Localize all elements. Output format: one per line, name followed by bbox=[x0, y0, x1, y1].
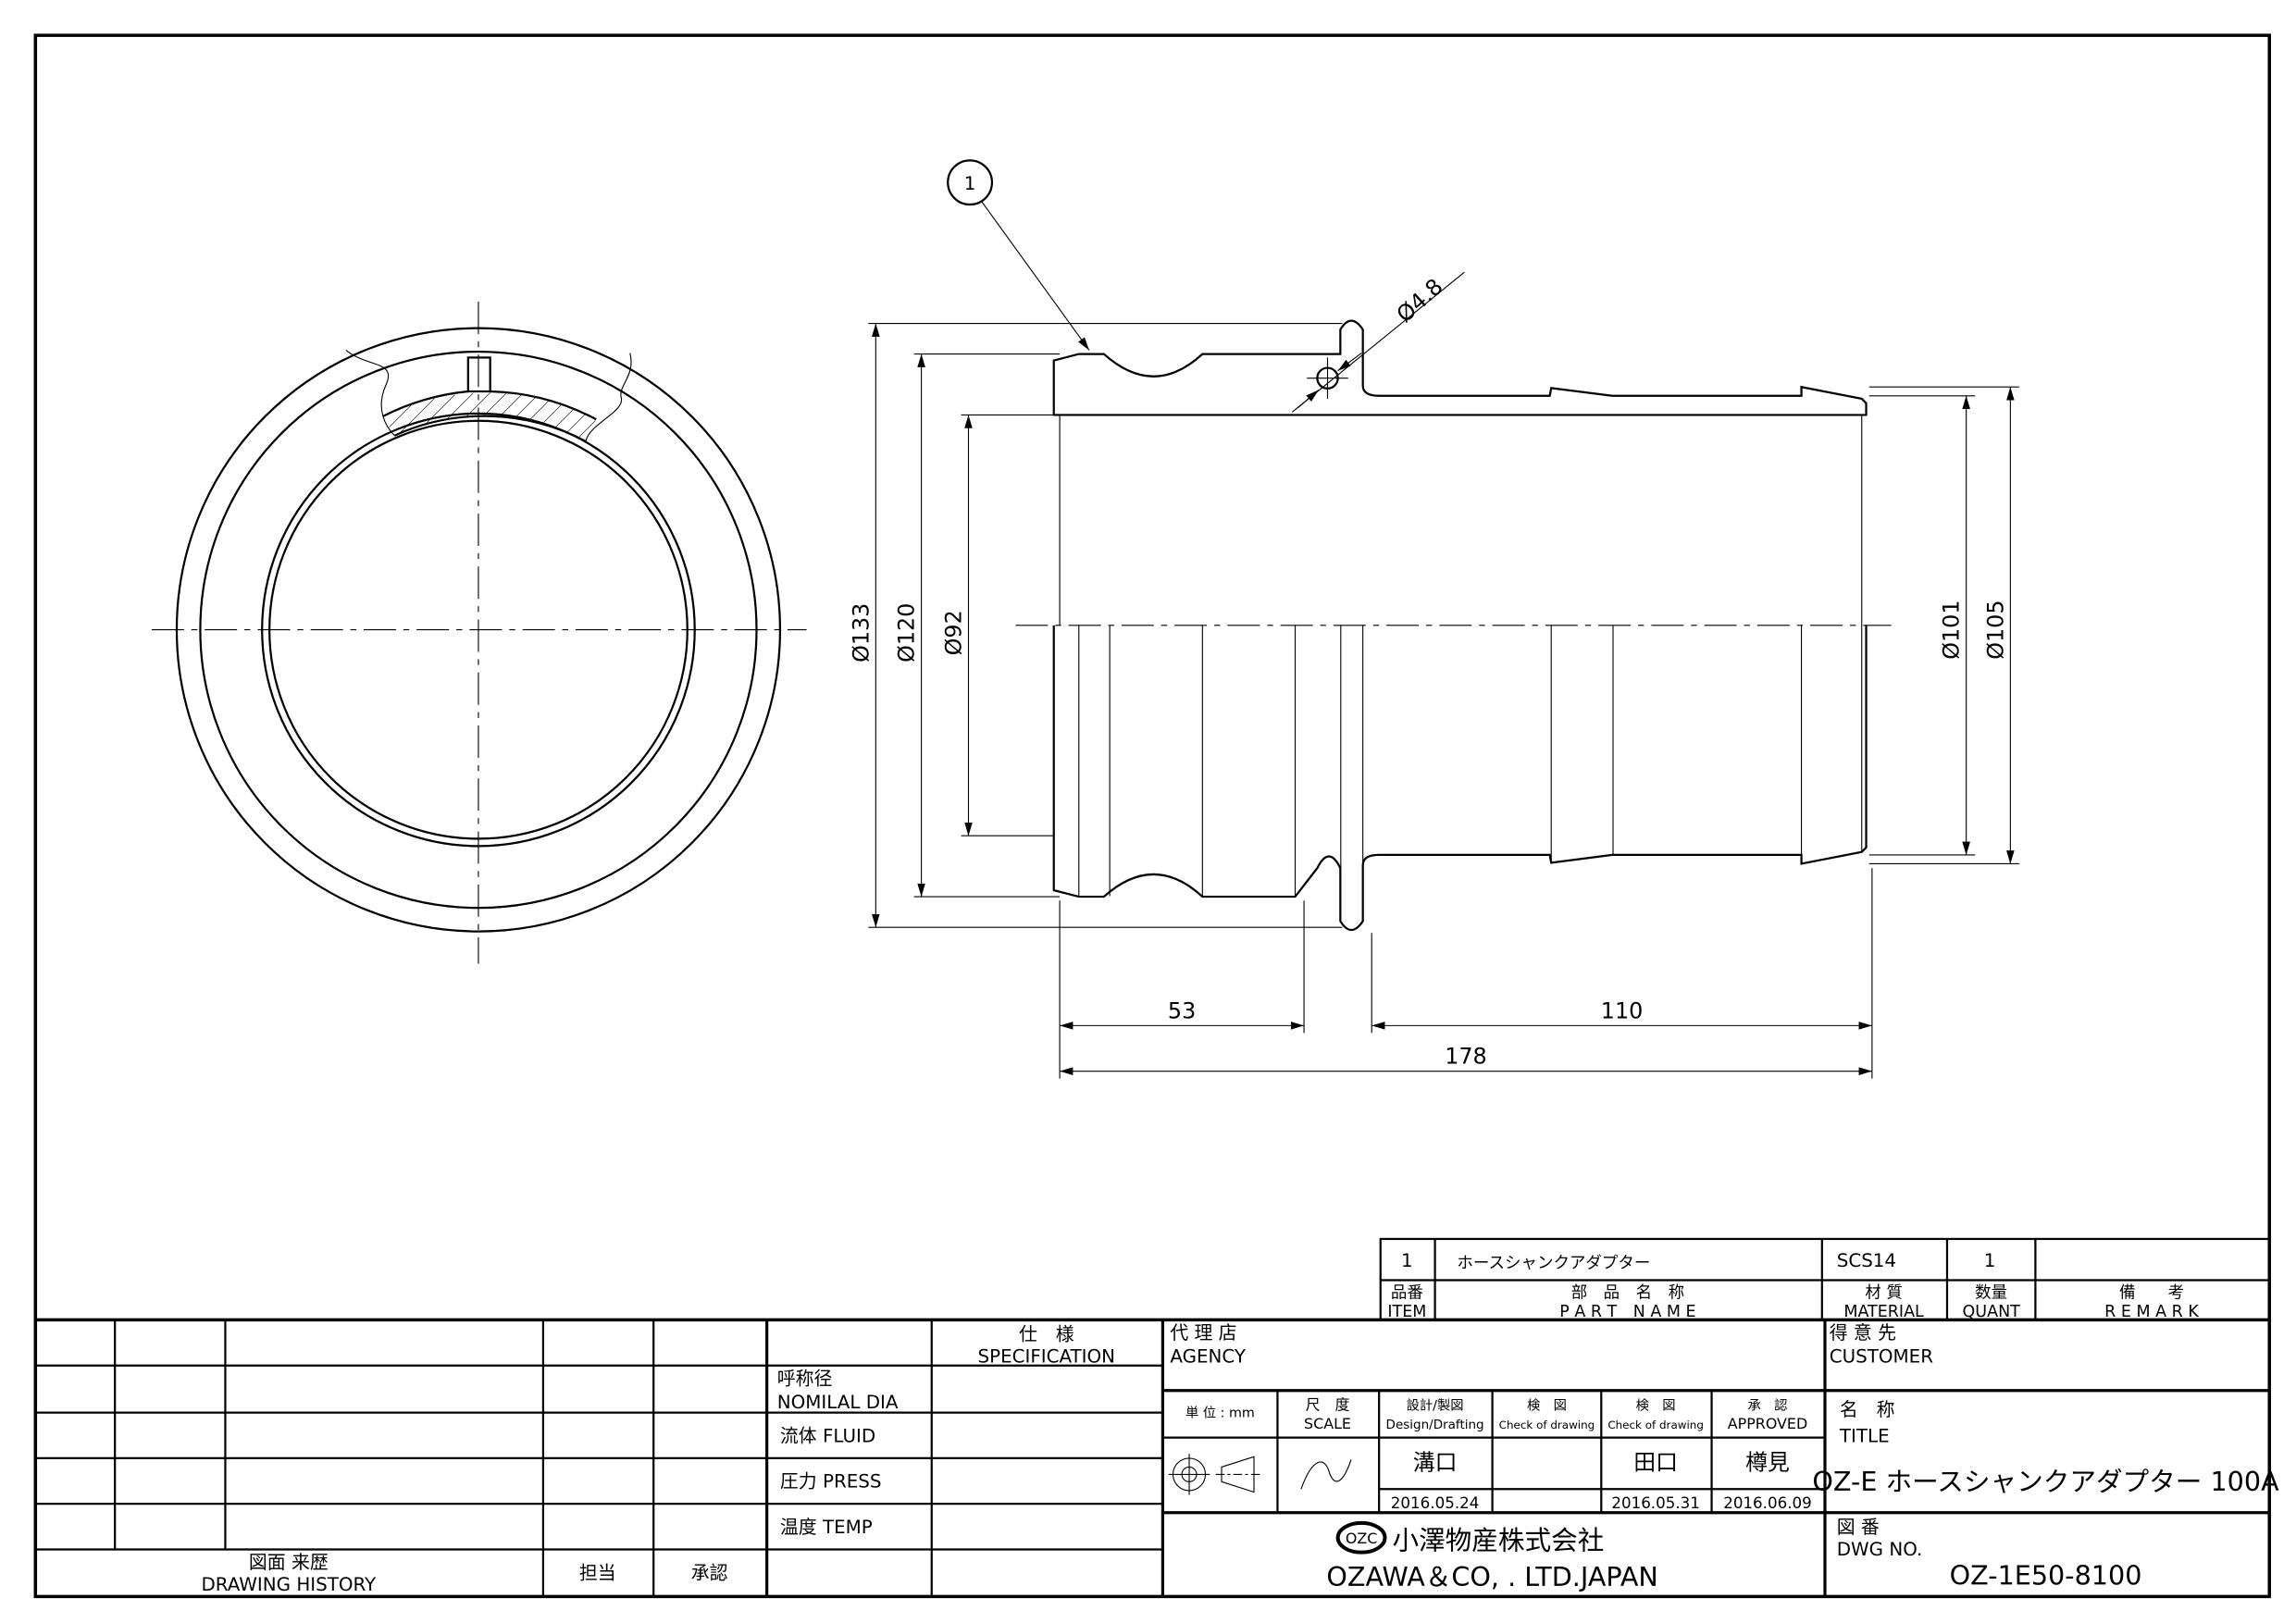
dim-d101: Ø101 bbox=[1939, 600, 1965, 659]
hole-dimension: Ø4.8 bbox=[1291, 271, 1465, 413]
history-label-jp: 図面 来歴 bbox=[249, 1552, 329, 1573]
part-name: ホースシャンクアダプター bbox=[1457, 1255, 1650, 1273]
spec-nominal-jp: 呼称径 bbox=[777, 1368, 833, 1389]
svg-text:1: 1 bbox=[964, 173, 976, 194]
scale-label-jp: 尺 度 bbox=[1306, 1395, 1350, 1413]
length-dimensions bbox=[1059, 868, 1873, 1079]
header-material-jp: 材 質 bbox=[1865, 1284, 1903, 1303]
diameter-dimensions bbox=[868, 322, 2019, 928]
spec-header-en: SPECIFICATION bbox=[978, 1346, 1116, 1368]
header-quant-en: QUANT bbox=[1963, 1303, 2021, 1321]
part-quantity: 1 bbox=[1984, 1250, 1996, 1271]
title-block-grid bbox=[1162, 1319, 2270, 1597]
scale-label-en: SCALE bbox=[1304, 1415, 1351, 1432]
part-item: 1 bbox=[1401, 1250, 1413, 1271]
approved-label-jp: 承 認 bbox=[1748, 1397, 1788, 1413]
design-label-en: Design/Drafting bbox=[1386, 1418, 1484, 1432]
unit-label: 単 位 : mm bbox=[1185, 1405, 1255, 1420]
spec-nominal-en: NOMILAL DIA bbox=[777, 1392, 899, 1413]
dim-178: 178 bbox=[1445, 1044, 1487, 1070]
spec-press: 圧力 PRESS bbox=[780, 1471, 882, 1493]
check2-label-en: Check of drawing bbox=[1607, 1419, 1704, 1431]
title-label-en: TITLE bbox=[1839, 1425, 1890, 1446]
keyway bbox=[466, 356, 491, 393]
header-material-en: MATERIAL bbox=[1843, 1303, 1924, 1321]
designer-name: 溝口 bbox=[1413, 1450, 1458, 1476]
design-date: 2016.05.24 bbox=[1391, 1494, 1480, 1512]
header-part-en: P A R T N A M E bbox=[1559, 1303, 1695, 1321]
dim-d92: Ø92 bbox=[941, 610, 967, 655]
design-label-jp: 設計/製図 bbox=[1407, 1397, 1464, 1413]
section-hatched bbox=[1052, 319, 1868, 416]
dwg-label-en: DWG NO. bbox=[1837, 1539, 1923, 1560]
dim-d105: Ø105 bbox=[1982, 600, 2008, 659]
approved-label-en: APPROVED bbox=[1728, 1415, 1807, 1432]
drawing-title: OZ-E ホースシャンクアダプター 100A bbox=[1812, 1466, 2279, 1497]
side-view bbox=[1015, 319, 1892, 932]
company-logo: OZC bbox=[1335, 1520, 1387, 1555]
header-part-jp: 部 品 名 称 bbox=[1571, 1284, 1684, 1303]
spec-fluid: 流体 FLUID bbox=[780, 1425, 875, 1446]
history-approval: 承認 bbox=[691, 1562, 728, 1583]
header-item-en: ITEM bbox=[1387, 1303, 1426, 1321]
drawing-number: OZ-1E50-8100 bbox=[1950, 1560, 2142, 1592]
approved-date: 2016.06.09 bbox=[1723, 1494, 1812, 1512]
scale-wave-icon bbox=[1300, 1459, 1352, 1490]
customer-label-jp: 得 意 先 bbox=[1830, 1322, 1896, 1344]
check2-label-jp: 検 図 bbox=[1636, 1397, 1676, 1413]
history-in-charge: 担当 bbox=[579, 1562, 616, 1583]
company-name-en: OZAWA＆CO, . LTD.JAPAN bbox=[1326, 1561, 1657, 1592]
header-quant-jp: 数量 bbox=[1975, 1284, 2007, 1303]
sheet-border bbox=[33, 33, 2271, 1599]
header-remark-jp: 備 考 bbox=[2119, 1284, 2184, 1303]
approver-name: 樽見 bbox=[1745, 1450, 1790, 1476]
spec-temp: 温度 TEMP bbox=[780, 1517, 873, 1538]
outside-view bbox=[1052, 625, 1868, 932]
spec-header-jp: 仕 様 bbox=[1019, 1324, 1074, 1345]
check2-date: 2016.05.31 bbox=[1611, 1494, 1700, 1512]
drawing-history bbox=[35, 1319, 1164, 1597]
front-view bbox=[151, 301, 807, 964]
svg-text:Ø4.8: Ø4.8 bbox=[1392, 273, 1448, 328]
dim-d120: Ø120 bbox=[894, 603, 920, 663]
dim-110: 110 bbox=[1601, 997, 1644, 1023]
parts-list: 1 ホースシャンクアダプター SCS14 1 品番 ITEM 部 品 名 称 P… bbox=[1379, 1237, 2271, 1321]
dim-53: 53 bbox=[1168, 997, 1196, 1023]
company-name-jp: 小澤物産株式会社 bbox=[1392, 1524, 1604, 1555]
agency-label-jp: 代 理 店 bbox=[1170, 1322, 1236, 1344]
history-label-en: DRAWING HISTORY bbox=[201, 1574, 377, 1595]
svg-text:OZC: OZC bbox=[1346, 1530, 1378, 1547]
projection-symbol-icon bbox=[1168, 1454, 1260, 1495]
check1-label-jp: 検 図 bbox=[1527, 1397, 1567, 1413]
dim-d133: Ø133 bbox=[848, 603, 874, 663]
check1-label-en: Check of drawing bbox=[1499, 1419, 1595, 1431]
dwg-label-jp: 図 番 bbox=[1837, 1517, 1880, 1538]
header-item-jp: 品番 bbox=[1391, 1284, 1423, 1303]
front-section-hatch bbox=[382, 392, 597, 442]
header-remark-en: R E M A R K bbox=[2104, 1303, 2199, 1321]
item-balloon: 1 bbox=[947, 159, 1090, 351]
part-material: SCS14 bbox=[1837, 1250, 1896, 1271]
checker2-name: 田口 bbox=[1633, 1450, 1678, 1476]
customer-label-en: CUSTOMER bbox=[1830, 1346, 1933, 1368]
title-label-jp: 名 称 bbox=[1840, 1399, 1895, 1420]
agency-label-en: AGENCY bbox=[1170, 1346, 1247, 1368]
